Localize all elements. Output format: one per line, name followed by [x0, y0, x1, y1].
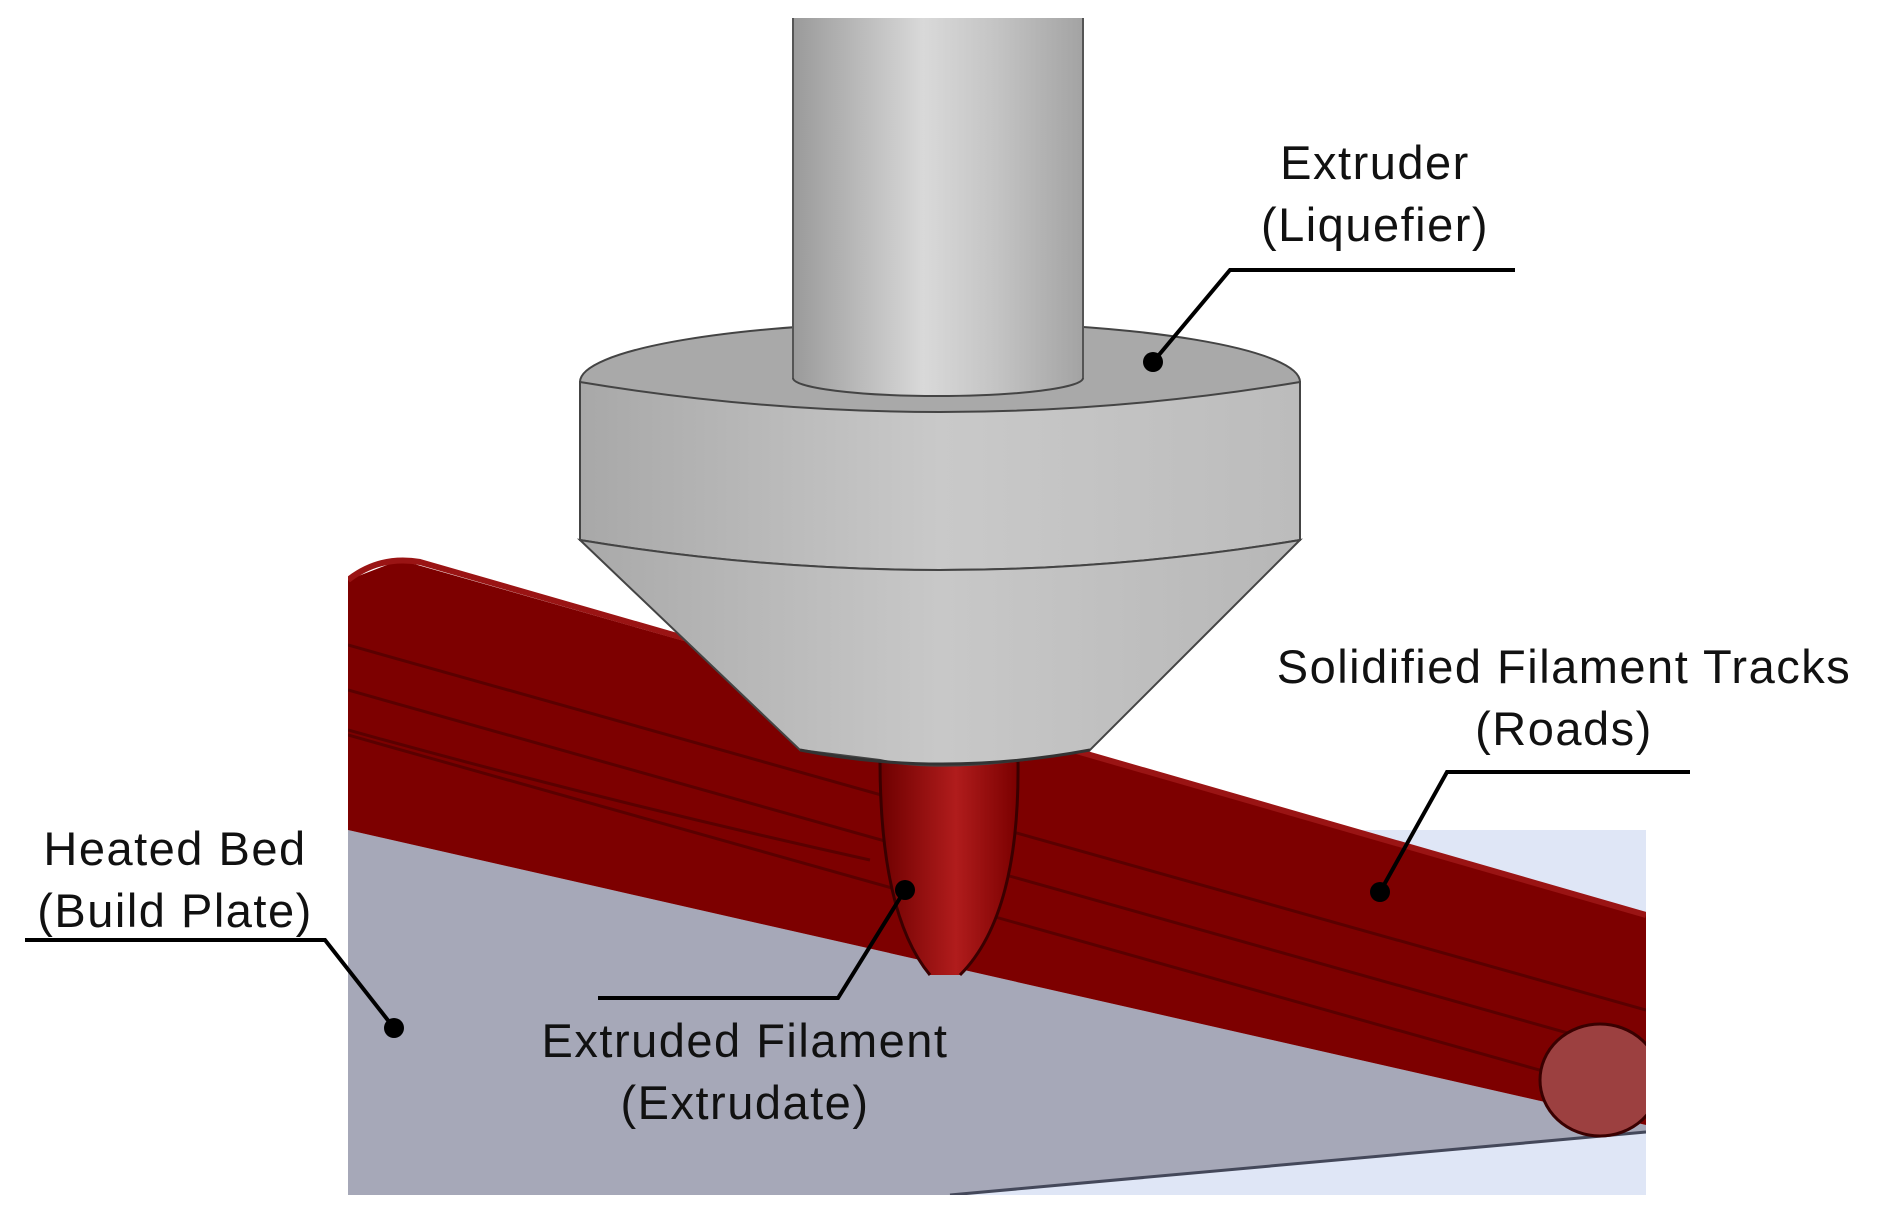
leader-extruder	[1143, 268, 1515, 372]
label-extruder: Extruder (Liquefier)	[1230, 132, 1520, 256]
leader-bed	[25, 938, 404, 1038]
label-extrudate: Extruded Filament (Extrudate)	[520, 1010, 970, 1134]
extrudate-shape	[878, 759, 1020, 977]
leader-roads	[1370, 770, 1690, 902]
label-extruder-line2: (Liquefier)	[1260, 198, 1490, 251]
leader-extrudate	[598, 880, 915, 1000]
label-bed-line2: (Build Plate)	[37, 884, 313, 937]
label-extrudate-line2: (Extrudate)	[620, 1076, 870, 1129]
label-roads-line2: (Roads)	[1475, 702, 1653, 755]
extruder-shape	[576, 18, 1303, 767]
label-extruder-line1: Extruder	[1280, 136, 1470, 189]
label-bed-line1: Heated Bed	[43, 822, 307, 875]
label-extrudate-line1: Extruded Filament	[541, 1014, 949, 1067]
label-bed: Heated Bed (Build Plate)	[20, 818, 330, 942]
label-roads: Solidified Filament Tracks (Roads)	[1254, 636, 1874, 760]
label-roads-line1: Solidified Filament Tracks	[1276, 640, 1852, 693]
